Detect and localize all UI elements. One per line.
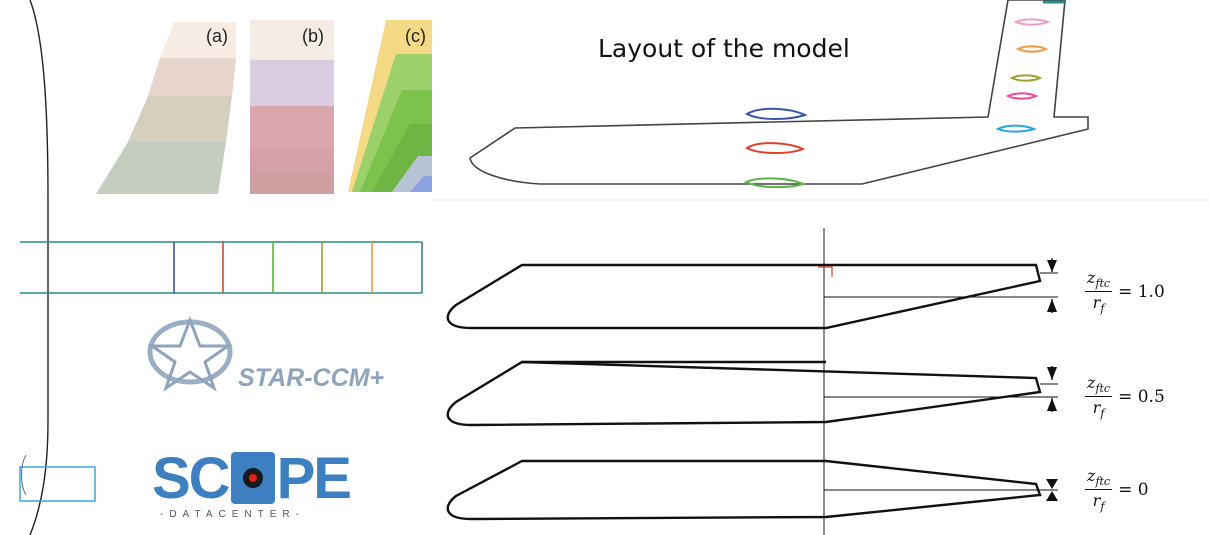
formula-1-den-sub: f — [1100, 302, 1105, 316]
wing-a — [96, 22, 236, 194]
diagram-title: Layout of the model — [598, 34, 850, 63]
fuselage-profile-2 — [446, 360, 1058, 427]
wing-b — [250, 20, 334, 194]
scope-logo-icon — [230, 452, 275, 504]
formula-2-num: z — [1087, 373, 1096, 392]
scope-logo-subtitle: -DATACENTER- — [160, 509, 305, 520]
formula-3-den-sub: f — [1100, 500, 1105, 514]
formula-2-num-sub: ftc — [1095, 382, 1111, 396]
wing-label-a: (a) — [206, 26, 228, 46]
scope-logo-right: PE — [276, 445, 352, 511]
formula-3-den: r — [1092, 491, 1101, 511]
bottom-left-detail — [19, 454, 96, 502]
airplane-side-view — [469, 0, 1089, 189]
formula-2-den: r — [1092, 398, 1101, 418]
formula-3-value: = 0 — [1118, 479, 1149, 500]
wing-c — [348, 20, 432, 192]
scope-logo-left: SC — [152, 445, 231, 511]
fuselage-profile-1 — [446, 258, 1058, 330]
scope-logo: SC PE — [152, 446, 352, 511]
star-ccm-logo-text: STAR-CCM+ — [238, 364, 385, 392]
formula-3: zftc rf = 0 — [1085, 466, 1149, 513]
fuselage-profile-3 — [446, 459, 1058, 521]
formula-3-num-sub: ftc — [1095, 475, 1111, 489]
formula-3-num: z — [1087, 466, 1096, 485]
formula-2: zftc rf = 0.5 — [1085, 373, 1165, 420]
left-fuselage-outline — [29, 0, 49, 535]
formula-1-num: z — [1087, 268, 1096, 287]
formula-1-num-sub: ftc — [1095, 277, 1111, 291]
formula-2-den-sub: f — [1100, 407, 1105, 421]
formula-1: zftc rf = 1.0 — [1085, 268, 1165, 315]
formula-1-value: = 1.0 — [1118, 281, 1165, 302]
star-ccm-logo-icon — [147, 315, 233, 392]
formula-2-value: = 0.5 — [1118, 386, 1165, 407]
wing-label-b: (b) — [302, 26, 324, 46]
formula-1-den: r — [1092, 293, 1101, 313]
span-strip — [20, 241, 423, 294]
wing-label-c: (c) — [405, 26, 426, 46]
